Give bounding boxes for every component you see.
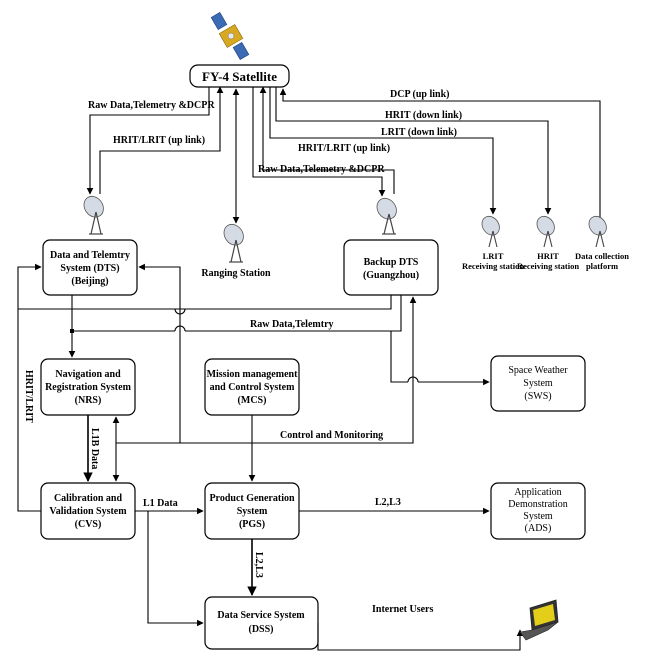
dts-box (42, 239, 138, 296)
satellite-icon (210, 12, 250, 60)
link-hrit-downlink-label: HRIT (down link) (385, 110, 462, 121)
internet-users-label: Internet Users (372, 604, 433, 615)
hrit-station-label-2: Receiving station (517, 261, 579, 271)
hrit-station-label-1: HRIT (537, 251, 559, 261)
cvs-label-3: (CVS) (75, 519, 102, 530)
mcs-label-3: (MCS) (238, 395, 267, 406)
satellite-label: FY-4 Satellite (202, 69, 277, 84)
sws-label-2: System (523, 378, 553, 389)
l2l3-vertical-label: L2,L3 (253, 552, 264, 578)
raw-telemetry-label: Raw Data,Telemtry (250, 319, 334, 330)
dts-label-1: Data and Telemtry (50, 250, 130, 261)
ranging-dish-icon (223, 223, 244, 263)
link-lrit-downlink (269, 87, 497, 215)
satellite-box (189, 64, 290, 88)
l2l3-horizontal-label: L2,L3 (375, 497, 401, 508)
dss-box (204, 596, 319, 650)
raw-telemetry-main (185, 295, 402, 332)
ads-label-1: Application (514, 487, 561, 498)
ads-label-3: System (523, 511, 553, 522)
dss-label-1: Data Service System (217, 610, 305, 621)
dts-label-3: (Beijing) (71, 276, 108, 287)
dcp-station-label-1: Data collection (575, 251, 629, 261)
bus-to-dts-up (138, 263, 181, 443)
cvs-to-dss-l1 (147, 511, 204, 627)
hrit-dish-icon (536, 215, 555, 248)
cvs-label-1: Calibration and (54, 493, 123, 504)
link-dts-downlink-label: Raw Data,Telemetry &DCPR (88, 100, 215, 111)
hrit-lrit-vertical-label: HRIT/LRIT (23, 370, 34, 423)
l1b-data-label: L1B Data (89, 428, 100, 469)
link-dts-uplink (99, 86, 224, 194)
lrit-station-label-2: Receiving station (462, 261, 524, 271)
link-dts-downlink (86, 87, 210, 195)
ads-label-2: Demonstration (508, 499, 567, 510)
control-monitoring-bus (116, 296, 417, 444)
lrit-dish-icon (481, 215, 500, 248)
cvs-label-2: Validation System (49, 506, 127, 517)
l1-data-label: L1 Data (143, 498, 178, 509)
ads-box (490, 482, 586, 540)
link-backup-uplink-label: HRIT/LRIT (up link) (298, 143, 390, 154)
dss-label-2: (DSS) (248, 624, 273, 635)
sws-label-3: (SWS) (524, 391, 551, 402)
link-backup-uplink (259, 86, 395, 194)
laptop-icon (519, 599, 559, 641)
backup-dish-icon (376, 197, 397, 235)
pgs-label-1: Product Generation (209, 493, 295, 504)
backup-dts-label-2: (Guangzhou) (363, 270, 419, 281)
link-dcp-uplink (279, 88, 601, 218)
sws-box (490, 355, 586, 412)
backup-dts-label-1: Backup DTS (364, 257, 419, 268)
ads-label-4: (ADS) (525, 523, 552, 534)
nrs-label-2: Registration System (45, 382, 131, 393)
backup-to-sws (390, 331, 408, 383)
dss-to-internet (317, 623, 524, 651)
control-monitoring-label: Control and Monitoring (280, 430, 383, 441)
pgs-label-2: System (237, 506, 268, 517)
sws-label-1: Space Weather (508, 365, 568, 376)
ranging-station-label: Ranging Station (201, 268, 271, 279)
dts-dish-icon (83, 195, 104, 235)
dcp-station-label-2: platform (586, 261, 618, 271)
dcp-dish-icon (588, 215, 607, 248)
mcs-label-2: and Control System (210, 382, 295, 393)
nrs-label-3: (NRS) (75, 395, 102, 406)
pgs-label-3: (PGS) (239, 519, 265, 530)
cvs-to-dts-hrit-lrit (17, 263, 42, 512)
lrit-station-label-1: LRIT (483, 251, 504, 261)
link-backup-downlink (252, 87, 386, 197)
link-hrit-downlink (275, 87, 552, 215)
mcs-label-1: Mission management (207, 369, 299, 380)
link-backup-downlink-label: Raw Data,Telemetry &DCPR (258, 164, 385, 175)
link-dcp-uplink-label: DCP (up link) (390, 89, 449, 100)
raw-telemetry-bus (175, 295, 392, 310)
link-dts-uplink-label: HRIT/LRIT (up link) (113, 135, 205, 146)
dts-label-2: System (DTS) (60, 263, 119, 274)
link-lrit-downlink-label: LRIT (down link) (381, 127, 457, 138)
nrs-label-1: Navigation and (55, 369, 121, 380)
